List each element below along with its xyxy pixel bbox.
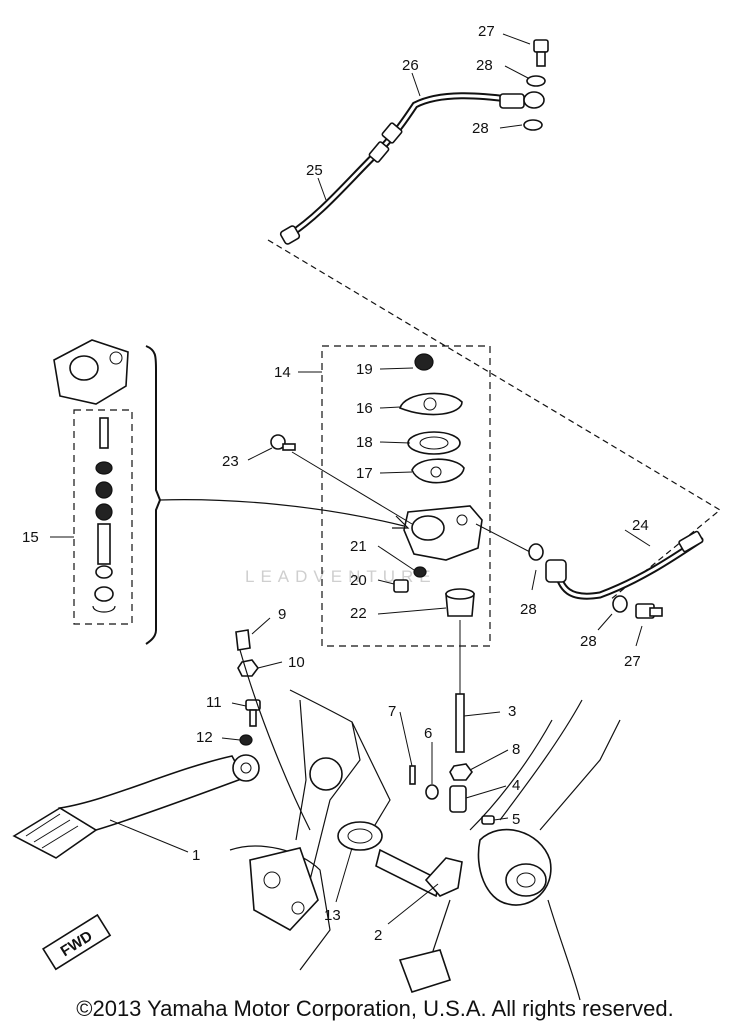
callout-24: 24: [632, 517, 649, 534]
callout-19: 19: [356, 361, 373, 378]
callout-6: 6: [424, 725, 432, 742]
callout-13: 13: [324, 907, 341, 924]
copyright-notice: ©2013 Yamaha Motor Corporation, U.S.A. A…: [76, 996, 674, 1021]
callout-21: 21: [350, 538, 367, 555]
callout-4: 4: [512, 777, 520, 794]
leader-23: [291, 451, 413, 525]
callout-11: 11: [206, 694, 222, 711]
callout-15: 15: [22, 529, 39, 546]
callout-25: 25: [306, 162, 323, 179]
arrowhead: [392, 515, 410, 529]
callout-23: 23: [222, 453, 239, 470]
callout-14: 14: [274, 364, 291, 381]
callout-18: 18: [356, 434, 373, 451]
callout-12: 12: [196, 729, 213, 746]
bolt-23: [270, 434, 296, 451]
callout-22: 22: [350, 605, 367, 622]
callout-labels: 27 26 28 28 25 14 19 16 18 23 17 15 24 2…: [22, 23, 649, 944]
callout-28-upper: 28: [472, 120, 489, 137]
callout-27-lower: 27: [624, 653, 641, 670]
linkage-parts: [235, 629, 495, 825]
leader-bracket: [159, 499, 405, 527]
callout-26: 26: [402, 57, 419, 74]
hose-routing-line: [267, 239, 722, 601]
brake-hose-lower: [528, 530, 704, 619]
frame-structure: [229, 689, 621, 1001]
callout-9: 9: [278, 606, 286, 623]
callout-28-mid: 28: [520, 601, 537, 618]
callout-10: 10: [288, 654, 305, 671]
callout-27-top: 27: [478, 23, 495, 40]
callout-28-top: 28: [476, 57, 493, 74]
group-bracket: [145, 345, 162, 645]
brake-hose-upper: [279, 39, 549, 245]
master-cylinder-group-box: [321, 345, 491, 647]
callout-1: 1: [192, 847, 200, 864]
callout-8: 8: [512, 741, 520, 758]
callout-16: 16: [356, 400, 373, 417]
fwd-badge: FWD: [42, 913, 112, 971]
callout-7: 7: [388, 703, 396, 720]
leader-28c: [475, 523, 531, 553]
callout-17: 17: [356, 465, 373, 482]
callout-2: 2: [374, 927, 382, 944]
callout-5: 5: [512, 811, 520, 828]
callout-20: 20: [350, 572, 367, 589]
callout-3: 3: [508, 703, 516, 720]
brake-pedal: [12, 754, 260, 859]
callout-28-lower: 28: [580, 633, 597, 650]
leader-lines: [50, 33, 651, 925]
exploded-group-15: [53, 339, 133, 625]
